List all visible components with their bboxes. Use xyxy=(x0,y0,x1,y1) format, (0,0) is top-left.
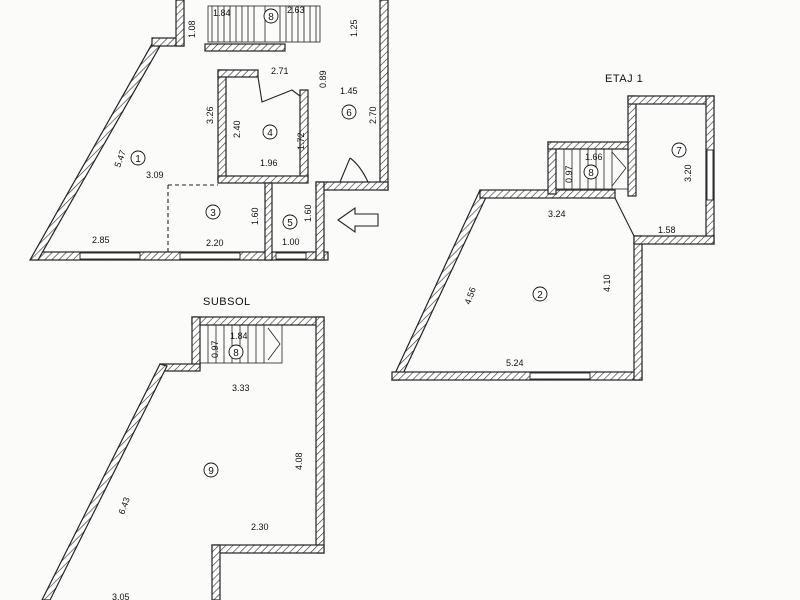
dimension-label: 1.45 xyxy=(340,86,358,96)
ground-floor-plan: 1 3 4 5 6 8 5.47 3.09 2.85 2.20 1.60 2.4… xyxy=(28,0,389,261)
dimension-label: 1.96 xyxy=(260,158,278,168)
dimension-label: 1.08 xyxy=(187,20,197,38)
room-number-8: 8 xyxy=(263,8,279,24)
room-number-1: 1 xyxy=(130,150,146,166)
dimension-label: 1.00 xyxy=(282,237,300,247)
dimension-label: 3.33 xyxy=(232,383,250,393)
svg-text:6: 6 xyxy=(346,108,352,119)
dimension-label: 2.70 xyxy=(368,106,378,124)
svg-text:5: 5 xyxy=(287,218,293,229)
dimension-label: 3.24 xyxy=(548,209,566,219)
window xyxy=(706,149,714,201)
dimension-label: 5.47 xyxy=(112,149,127,169)
window xyxy=(275,252,307,260)
svg-text:8: 8 xyxy=(233,348,239,359)
dimension-label: 2.71 xyxy=(271,66,289,76)
door-swing xyxy=(257,76,301,103)
room-number-8: 8 xyxy=(228,344,244,360)
dimension-label: 2.30 xyxy=(251,522,269,532)
floor-label-subsol: SUBSOL xyxy=(203,296,251,308)
dimension-label: 2.40 xyxy=(232,120,242,138)
dimension-label: 2.63 xyxy=(287,5,305,15)
dimension-label: 1.84 xyxy=(213,8,231,18)
svg-text:7: 7 xyxy=(676,146,682,157)
etaj1-walls xyxy=(391,95,715,381)
window xyxy=(79,252,141,260)
dimension-label: 1.25 xyxy=(349,19,359,37)
window xyxy=(179,252,241,260)
dimension-label: 0.89 xyxy=(318,70,328,88)
dimension-label: 1.84 xyxy=(230,331,248,341)
dimension-label: 3.09 xyxy=(146,170,164,180)
svg-text:8: 8 xyxy=(268,12,274,23)
dimension-label: 4.56 xyxy=(462,286,477,306)
room-number-3: 3 xyxy=(205,204,221,220)
room-number-6: 6 xyxy=(341,104,357,120)
dimension-label: 5.24 xyxy=(506,358,524,368)
dimension-label: 4.10 xyxy=(602,274,612,292)
dimension-label: 6.43 xyxy=(116,496,131,516)
dimension-label: 3.26 xyxy=(205,106,215,124)
dimension-label: 1.58 xyxy=(658,225,676,235)
svg-text:1: 1 xyxy=(135,154,141,165)
dimension-label: 3.05 xyxy=(112,592,130,600)
room-number-9: 9 xyxy=(203,462,219,478)
door-swing xyxy=(339,157,369,183)
dimension-label: 0.97 xyxy=(564,165,574,183)
dimension-label: 4.08 xyxy=(294,452,304,470)
dimension-label: 3.20 xyxy=(683,164,693,182)
svg-text:4: 4 xyxy=(267,128,273,139)
door-swing xyxy=(614,197,635,237)
dimension-label: 1.66 xyxy=(585,152,603,162)
etaj1-floor-plan: ETAJ 1 xyxy=(391,73,715,381)
room-number-2: 2 xyxy=(532,286,548,302)
staircase xyxy=(199,324,283,364)
window xyxy=(529,372,591,380)
room-number-8: 8 xyxy=(583,164,599,180)
room-number-7: 7 xyxy=(671,142,687,158)
room-number-4: 4 xyxy=(262,124,278,140)
staircase xyxy=(207,5,321,43)
svg-text:8: 8 xyxy=(588,168,594,179)
room-number-5: 5 xyxy=(282,214,298,230)
ground-floor-walls xyxy=(28,0,389,261)
dimension-label: 2.85 xyxy=(92,235,110,245)
svg-text:2: 2 xyxy=(537,290,543,301)
room-3-boundary xyxy=(167,184,218,252)
svg-text:3: 3 xyxy=(210,208,216,219)
svg-text:9: 9 xyxy=(208,466,214,477)
subsol-walls xyxy=(41,316,325,600)
dimension-label: 2.20 xyxy=(206,238,224,248)
dimension-label: 1.60 xyxy=(250,207,260,225)
subsol-floor-plan: SUBSOL 8 9 0.97 1.84 3.33 4.08 xyxy=(41,296,325,600)
dimension-label: 1.72 xyxy=(296,132,306,150)
floor-label-etaj1: ETAJ 1 xyxy=(605,73,643,85)
entrance-arrow-icon xyxy=(337,206,379,234)
dimension-label: 0.97 xyxy=(210,340,220,358)
dimension-label: 1.60 xyxy=(303,204,313,222)
